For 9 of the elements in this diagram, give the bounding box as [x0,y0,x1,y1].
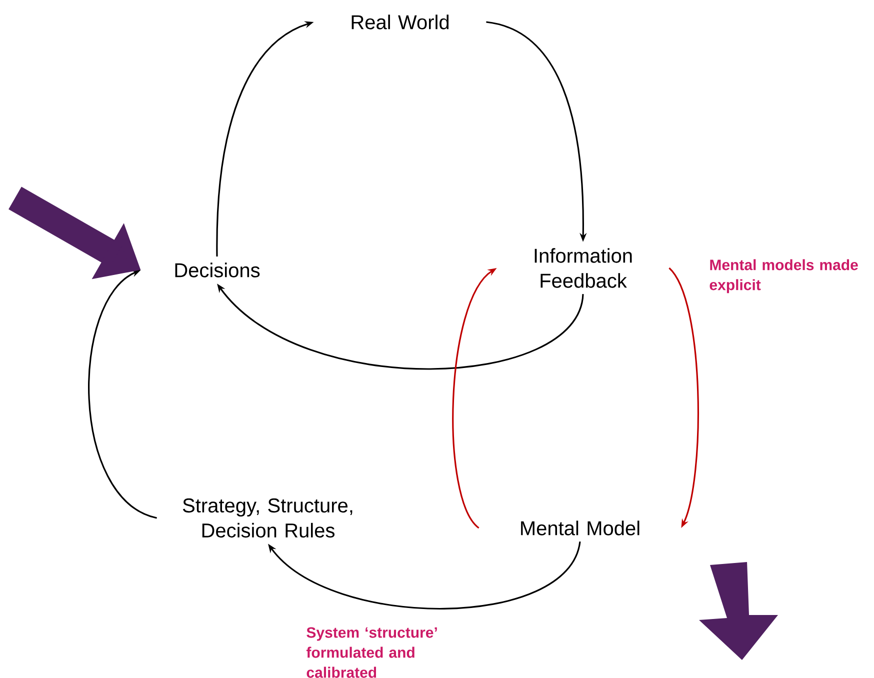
node-label: Information Feedback [534,248,632,288]
node-label: Real World [352,14,449,30]
node-label: Strategy, Structure, Decision Rules [182,498,352,538]
curved-arrow [88,270,158,519]
edge-label: System ‘structure’ formulated and calibrated [306,627,437,678]
node-label: Decisions [175,262,260,278]
curved-arrow [268,541,581,610]
node-label: Mental Model [521,520,640,536]
edge-label: Mental models made explicit [710,259,858,294]
